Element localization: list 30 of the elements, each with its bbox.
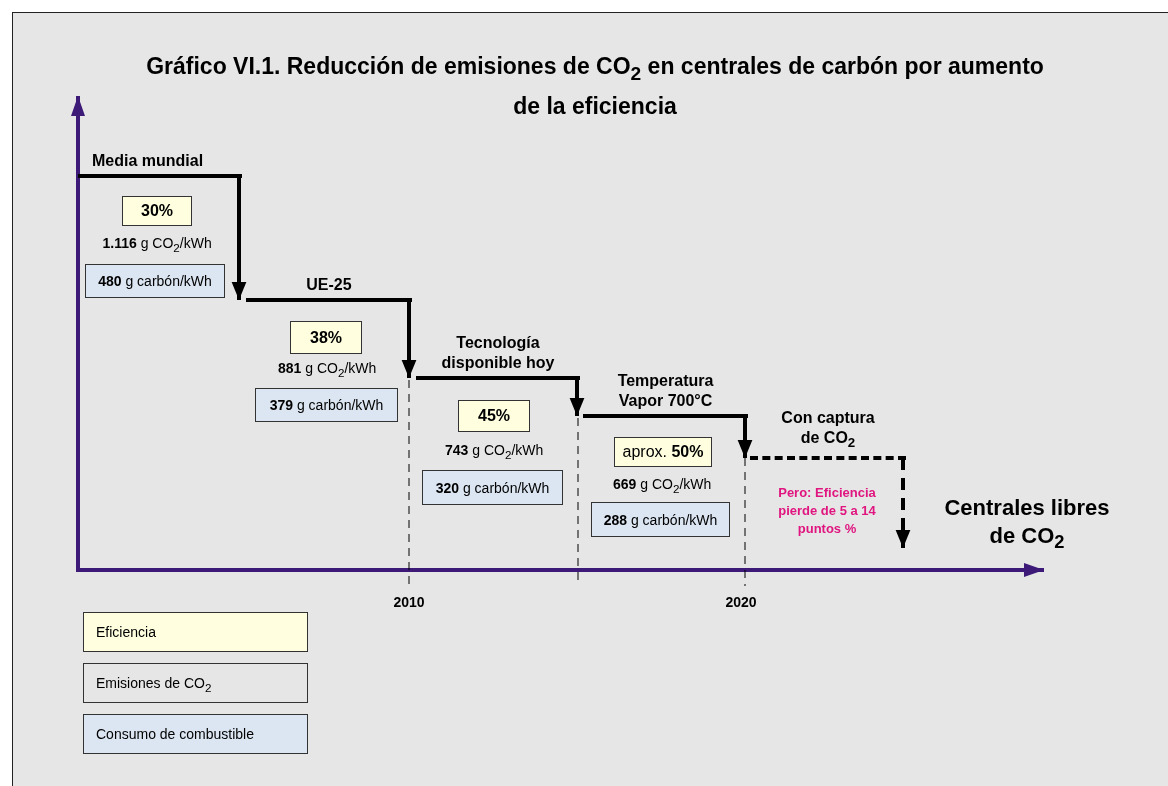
axis-title: Centrales libres de CO$_{2}$ bbox=[943, 494, 1111, 555]
year-label: 2010 bbox=[393, 594, 425, 610]
step-heading: UE-25 bbox=[246, 272, 412, 302]
legend-label: Eficiencia bbox=[96, 624, 156, 640]
emission-value: 881 g CO$_{2}$/kWh bbox=[278, 360, 377, 379]
emission-value: 1.116 g CO$_{2}$/kWh bbox=[102, 235, 212, 254]
year-label: 2020 bbox=[725, 594, 757, 610]
emission-value: 743 g CO$_{2}$/kWh bbox=[445, 442, 544, 461]
legend-label: Emisiones de CO$_{2}$ bbox=[96, 675, 212, 694]
warning-note: Pero: Eficiencia pierde de 5 a 14 puntos % bbox=[777, 484, 877, 538]
efficiency-box: 45% bbox=[458, 400, 530, 432]
step-arrow bbox=[569, 378, 585, 416]
fuel-consumption-box: 379 g carbón/kWh bbox=[255, 388, 398, 422]
fuel-consumption-box: 320 g carbón/kWh bbox=[422, 470, 563, 505]
step-heading: Media mundial bbox=[78, 148, 242, 178]
step-arrow bbox=[231, 176, 247, 300]
step-heading: Con captura de CO$_{2}$ bbox=[750, 408, 906, 460]
fuel-consumption-box: 480 g carbón/kWh bbox=[85, 264, 225, 298]
efficiency-box: aprox. 50% bbox=[614, 437, 712, 467]
step-arrow bbox=[895, 458, 911, 548]
step-heading: Tecnología disponible hoy bbox=[416, 330, 580, 380]
step-arrow bbox=[737, 416, 753, 458]
fuel-consumption-box: 288 g carbón/kWh bbox=[591, 502, 730, 537]
step-heading: Temperatura Vapor 700°C bbox=[583, 366, 748, 418]
efficiency-box: 30% bbox=[122, 196, 192, 226]
emission-value: 669 g CO$_{2}$/kWh bbox=[613, 476, 712, 495]
legend-label: Consumo de combustible bbox=[96, 726, 254, 742]
chart-title: Gráfico VI.1. Reducción de emisiones de CO$_{2}$ en centrales de carbón por aumento de la eficiencia bbox=[145, 52, 1045, 120]
step-arrow bbox=[401, 300, 417, 378]
efficiency-box: 38% bbox=[290, 321, 362, 354]
